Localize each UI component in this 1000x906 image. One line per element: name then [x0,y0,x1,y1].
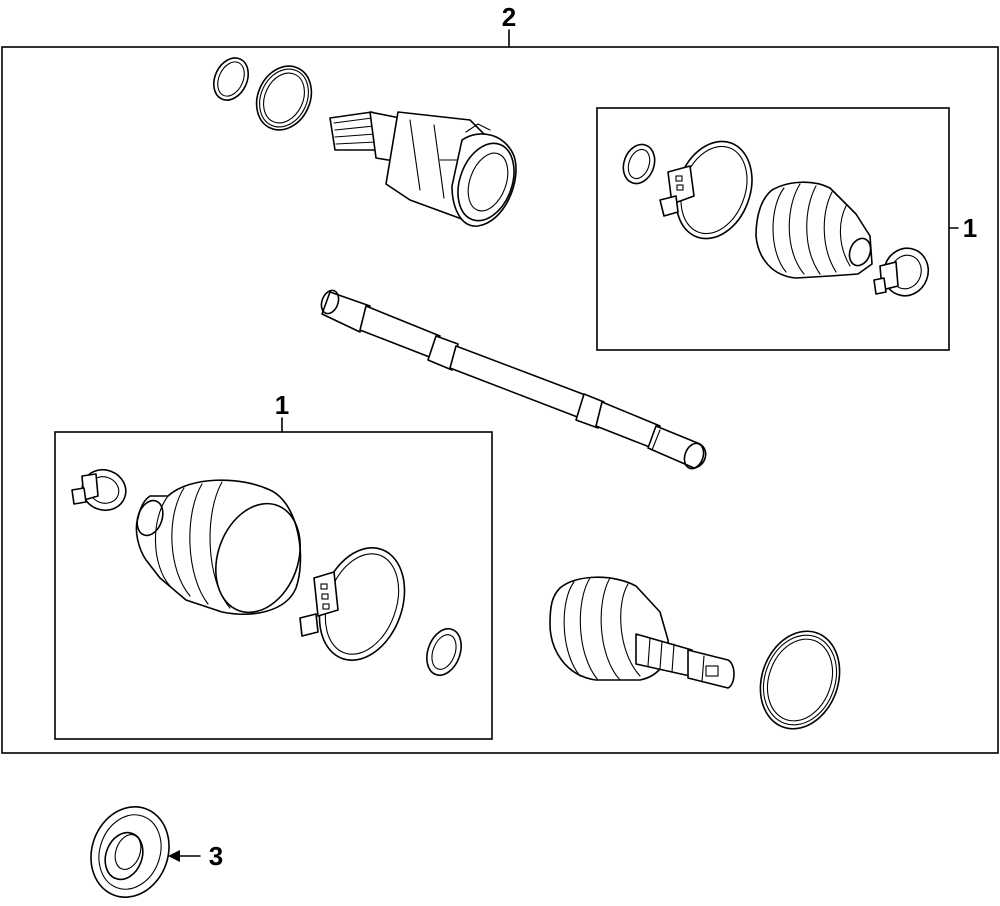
lower-kit-small-clamp[interactable] [71,464,132,517]
lower-kit-snap-ring[interactable] [421,624,467,680]
intermediate-shaft[interactable] [318,288,707,471]
callout-1-lower-label[interactable]: 1 [275,390,289,420]
upper-kit-snap-ring[interactable] [618,140,660,188]
lower-kit-large-clamp[interactable] [299,536,419,672]
callout-1-upper-label[interactable]: 1 [963,213,977,243]
retaining-ring-large[interactable] [246,57,321,139]
lower-kit-cv-boot[interactable] [133,479,315,624]
inner-cv-joint-housing[interactable] [329,111,524,228]
outer-cv-joint[interactable] [549,576,735,689]
abs-tone-ring[interactable] [747,620,853,740]
callout-3-arrowhead [168,850,180,862]
snap-ring-small[interactable] [207,52,255,105]
boot-kit-frame-upper [596,107,950,351]
assembly-frame [1,46,999,754]
upper-kit-large-clamp[interactable] [659,131,765,250]
callout-3-label[interactable]: 3 [209,841,223,871]
upper-kit-small-clamp[interactable] [873,242,935,302]
callout-2-label[interactable]: 2 [502,2,516,32]
axle-seal[interactable] [79,796,182,906]
boot-kit-frame-lower [54,431,493,740]
upper-kit-cv-boot[interactable] [755,181,874,279]
